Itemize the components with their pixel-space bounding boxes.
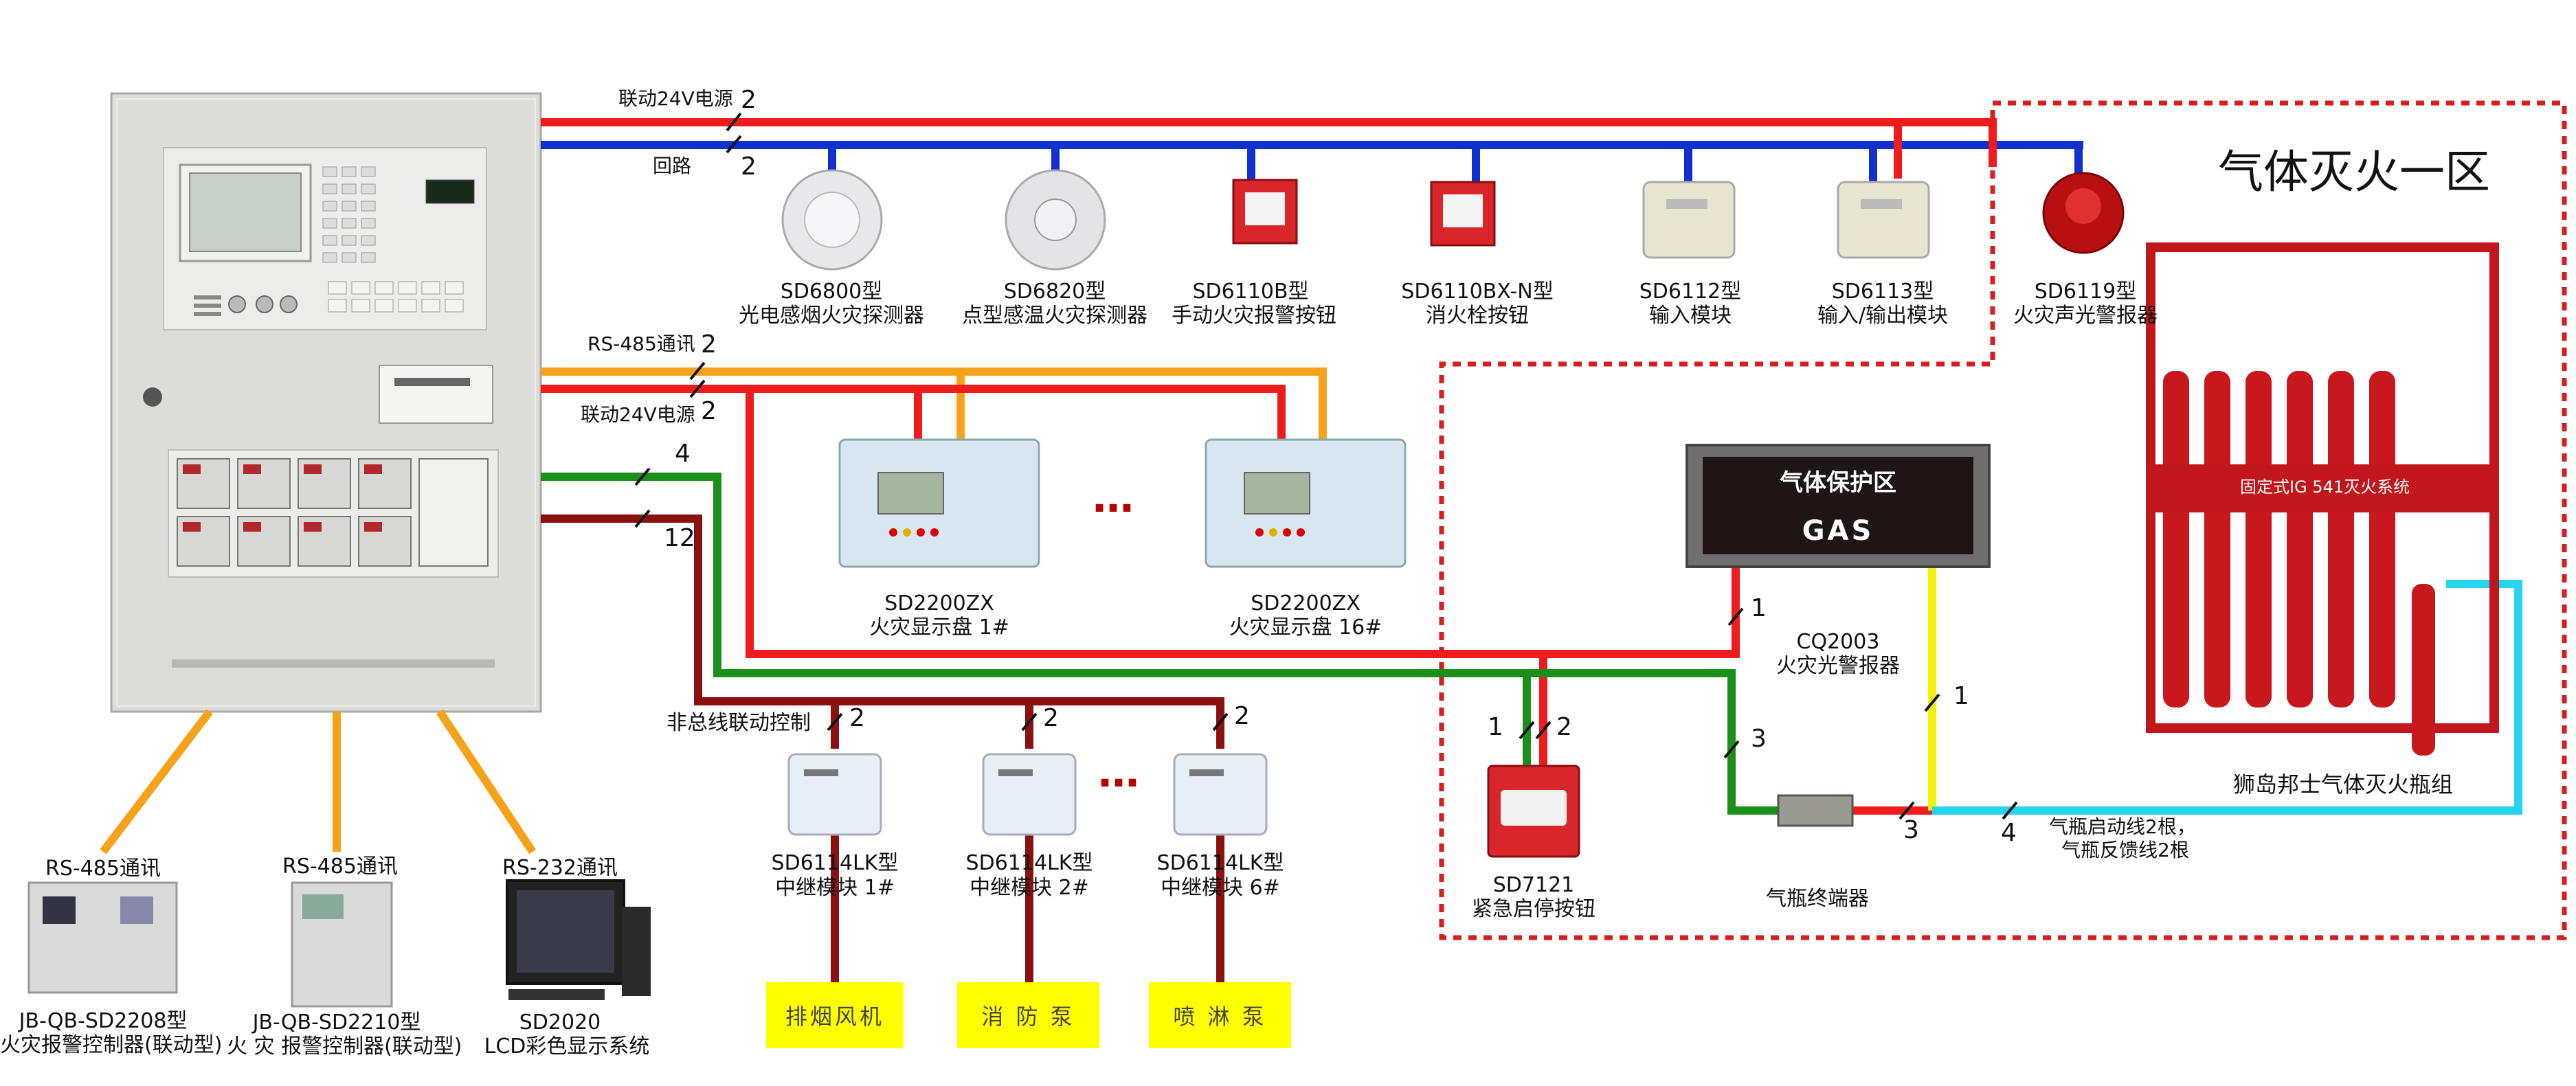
relay-2-name: 中继模块 2# xyxy=(970,876,1089,900)
detector-4-model: SD6110BX-N型 xyxy=(1401,280,1554,304)
detector-7-name: 火灾声光警报器 xyxy=(2013,304,2158,328)
rs485-mid-label: RS-485通讯 xyxy=(587,332,695,355)
cylinder-rack-label: 固定式IG 541灭火系统 xyxy=(2240,477,2410,497)
controller-sd2210-icon xyxy=(291,881,393,1008)
detector-1-model: SD6800型 xyxy=(780,280,883,304)
gas-protection-panel-icon xyxy=(1685,444,1991,568)
peripheral-1-model: JB-QB-SD2208型 xyxy=(19,1009,188,1033)
detector-2-model: SD6820型 xyxy=(1003,280,1106,304)
cq2003-count: 1 xyxy=(1751,594,1767,622)
manual-alarm-button-icon xyxy=(1232,179,1298,245)
power-24v-mid-bus xyxy=(541,385,1286,440)
relay1-count: 2 xyxy=(849,704,865,732)
relay-ellipsis: … xyxy=(1098,749,1142,797)
power-mid-count: 2 xyxy=(701,397,717,425)
power-top-count: 2 xyxy=(741,86,757,114)
loop-count: 2 xyxy=(741,152,757,181)
display-panel-1-model: SD2200ZX xyxy=(884,591,994,615)
yellow-count: 1 xyxy=(1953,682,1969,710)
sound-light-alarm-icon xyxy=(2042,172,2125,254)
sd7121-right-count: 2 xyxy=(1556,713,1572,741)
detector-7-model: SD6119型 xyxy=(2034,280,2137,304)
non-bus-linkage-label: 非总线联动控制 xyxy=(667,711,811,735)
peripheral-2-name: 火 灾 报警控制器(联动型) xyxy=(227,1034,462,1059)
sd7121-model: SD7121 xyxy=(1492,873,1575,897)
peripheral-3-link: RS-232通讯 xyxy=(502,856,618,880)
peripheral-3-name: LCD彩色显示系统 xyxy=(484,1034,650,1059)
darkred-bus xyxy=(541,514,1224,749)
gas-panel-top-text: 气体保护区 xyxy=(1780,469,1896,497)
equipment-sprinkler-pump: 喷 淋 泵 xyxy=(1149,982,1291,1048)
cyan-line xyxy=(1932,580,2522,815)
power-24v-top-label: 联动24V电源 xyxy=(618,87,733,110)
peripheral-1-link: RS-485通讯 xyxy=(45,857,161,881)
detector-2-name: 点型感温火灾探测器 xyxy=(962,304,1147,328)
rs485-count: 2 xyxy=(701,330,717,359)
sd7121-left-count: 1 xyxy=(1488,713,1503,741)
peripheral-2-link: RS-485通讯 xyxy=(282,855,398,879)
relay-1-name: 中继模块 1# xyxy=(775,876,895,900)
cyan-count: 4 xyxy=(2001,819,2017,847)
gas-panel-bottom-text: GAS xyxy=(1802,515,1874,547)
green-count: 4 xyxy=(675,440,691,468)
cylinder-terminal-icon xyxy=(1777,794,1854,827)
detector-5-model: SD6112型 xyxy=(1639,280,1742,304)
relay-module-1-icon xyxy=(787,753,882,836)
cq2003-model: CQ2003 xyxy=(1796,630,1880,654)
terminal-count: 3 xyxy=(1903,816,1919,844)
cylinder-note-1: 气瓶启动线2根， xyxy=(2049,815,2196,838)
relay-module-6-icon xyxy=(1173,753,1268,836)
rs485-bus xyxy=(541,367,1327,440)
display-panel-16-icon xyxy=(1205,438,1407,568)
cylinder-note-2: 气瓶反馈线2根 xyxy=(2061,839,2189,861)
cq2003-name: 火灾光警报器 xyxy=(1776,654,1900,678)
display-panel-ellipsis: … xyxy=(1093,474,1136,522)
green-bus xyxy=(541,473,1788,815)
input-module-icon xyxy=(1642,181,1736,259)
detector-4-name: 消火栓按钮 xyxy=(1426,304,1529,328)
relay-1-model: SD6114LK型 xyxy=(771,851,899,875)
darkred-count: 12 xyxy=(664,524,695,552)
relay6-count: 2 xyxy=(1234,702,1250,730)
relay-6-name: 中继模块 6# xyxy=(1161,876,1280,900)
detector-6-model: SD6113型 xyxy=(1831,280,1934,304)
green-drop-count: 3 xyxy=(1751,725,1767,753)
relay-6-model: SD6114LK型 xyxy=(1156,851,1284,875)
detector-6-name: 输入/输出模块 xyxy=(1817,304,1949,328)
display-panel-16-name: 火灾显示盘 16# xyxy=(1229,615,1382,640)
gas-zone-boundary xyxy=(1439,100,2567,940)
relay-2-model: SD6114LK型 xyxy=(965,851,1093,875)
detector-3-model: SD6110B型 xyxy=(1192,280,1309,304)
peripheral-2-model: JB-QB-SD2210型 xyxy=(252,1010,421,1034)
io-module-icon xyxy=(1837,181,1930,259)
hydrant-button-icon xyxy=(1430,181,1496,247)
smoke-detector-icon xyxy=(781,169,883,271)
gas-cylinder-bank-icon xyxy=(2146,242,2499,756)
equipment-fire-pump: 消 防 泵 xyxy=(957,982,1099,1048)
power-24v-mid-label: 联动24V电源 xyxy=(581,403,695,426)
detector-1-name: 光电感烟火灾探测器 xyxy=(739,304,924,328)
main-fire-alarm-controller xyxy=(110,92,542,713)
peripheral-3-model: SD2020 xyxy=(519,1010,601,1034)
emergency-start-stop-button-icon xyxy=(1487,765,1580,858)
display-panel-1-name: 火灾显示盘 1# xyxy=(869,615,1009,640)
detector-5-name: 输入模块 xyxy=(1649,304,1732,328)
equipment-smoke-fan: 排烟风机 xyxy=(766,982,904,1048)
controller-sd2208-icon xyxy=(27,881,178,994)
lcd-display-system-icon xyxy=(506,879,651,1000)
loop-label: 回路 xyxy=(653,155,692,177)
heat-detector-icon xyxy=(1005,169,1106,271)
peripheral-1-name: 火灾报警控制器(联动型) xyxy=(0,1033,223,1057)
relay2-count: 2 xyxy=(1043,704,1059,732)
display-panel-16-model: SD2200ZX xyxy=(1251,591,1360,615)
zone-title: 气体灭火一区 xyxy=(2218,146,2490,199)
detector-3-name: 手动火灾报警按钮 xyxy=(1172,304,1336,328)
relay-module-2-icon xyxy=(982,753,1077,836)
terminal-name: 气瓶终端器 xyxy=(1766,887,1869,911)
cylinder-bank-name: 狮岛邦士气体灭火瓶组 xyxy=(2232,771,2453,797)
sd7121-name: 紧急启停按钮 xyxy=(1472,897,1595,921)
display-panel-1-icon xyxy=(838,438,1040,568)
